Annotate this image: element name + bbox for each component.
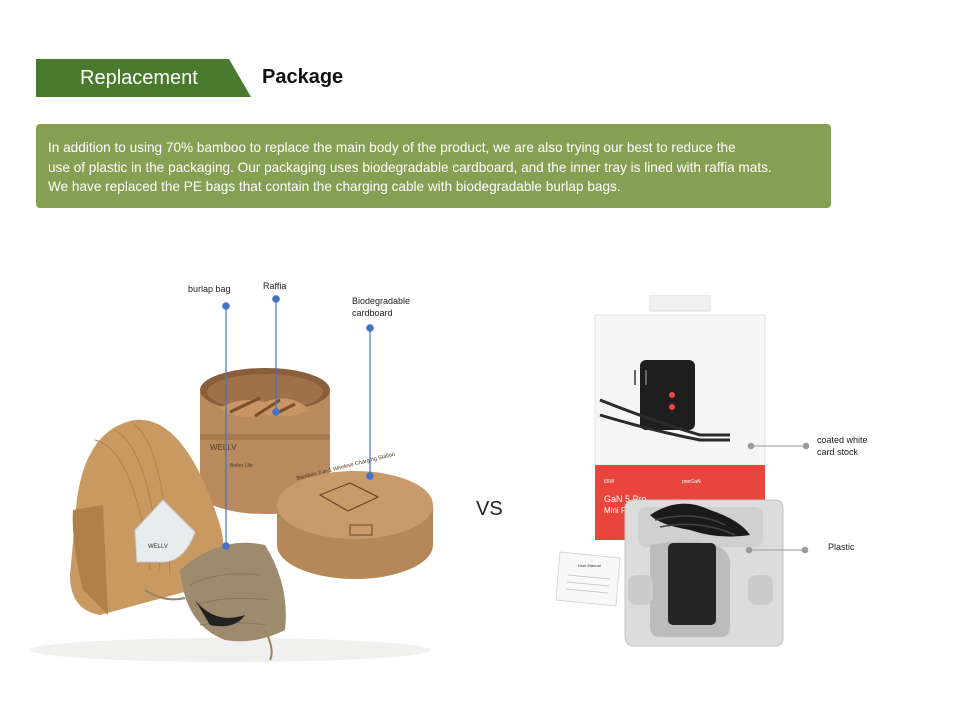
box-title-line-2: Mini Fas (604, 506, 634, 515)
callout-coated-card: coated white card stock (817, 434, 868, 458)
tin-logo: WELLV (210, 443, 237, 452)
callout-cardboard: Biodegradable cardboard (352, 295, 410, 319)
box-brand: poeGaN (682, 479, 701, 485)
burlap-bag (144, 542, 286, 661)
callout-plastic: Plastic (828, 542, 855, 552)
bamboo-package-photo: WELLV Better Life Bamboo 2-in-1 Wireless… (30, 368, 433, 662)
callout-raffia: Raffia (263, 281, 287, 291)
callout-burlap-bag: burlap bag (188, 284, 231, 294)
box-title-line-1: GaN 5 Pro (604, 494, 647, 504)
vs-label: VS (476, 498, 503, 520)
callout-coated-card-line-2: card stock (817, 447, 859, 457)
plastic-package-photo: 65W poeGaN GaN 5 Pro Mini Fas User Manua… (555, 295, 784, 647)
user-manual: User Manual (555, 551, 621, 607)
callout-cardboard-line-2: cardboard (352, 308, 393, 318)
plastic-tray (624, 499, 784, 647)
intro-line-2: use of plastic in the packaging. Our pac… (48, 159, 772, 175)
intro-line-3: We have replaced the PE bags that contai… (48, 179, 621, 194)
callout-cardboard-line-1: Biodegradable (352, 296, 411, 306)
section-title: Package (262, 66, 344, 88)
intro-text-box: In addition to using 70% bamboo to repla… (36, 124, 831, 208)
tin-side-text: Better Life (230, 463, 253, 469)
manual-title: User Manual (578, 563, 601, 568)
stand-logo: WELLV (148, 544, 168, 550)
section-tag: Replacement (36, 59, 251, 97)
callout-coated-card-line-1: coated white (817, 435, 868, 445)
box-watt: 65W (604, 479, 615, 485)
intro-line-1: In addition to using 70% bamboo to repla… (48, 140, 736, 155)
